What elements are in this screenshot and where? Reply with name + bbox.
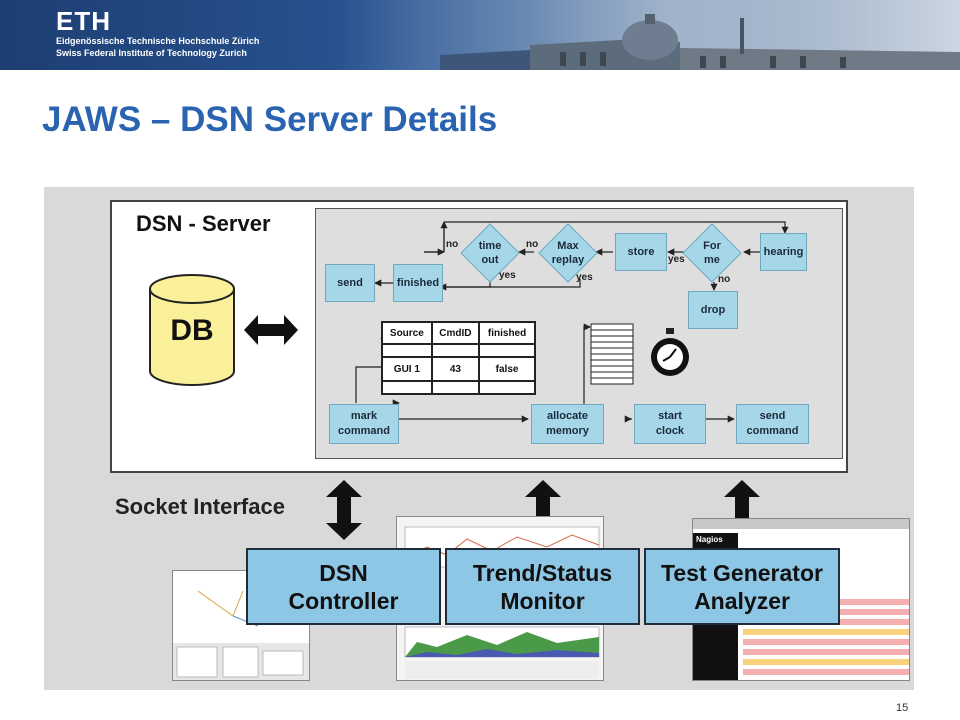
time-out-decision: time out bbox=[460, 223, 520, 283]
database-cylinder-icon bbox=[149, 274, 235, 386]
eth-header-banner: ETH Eidgenössische Technische Hochschule… bbox=[0, 0, 960, 70]
table-row bbox=[381, 380, 536, 395]
eth-logo: ETH bbox=[56, 6, 111, 36]
edge-label-yes: yes bbox=[499, 270, 516, 281]
socket-interface-label: Socket Interface bbox=[115, 494, 285, 519]
table-cell: GUI 1 bbox=[381, 356, 433, 382]
table-cell: false bbox=[478, 356, 536, 382]
command-table: Source CmdID finished GUI 1 43 false bbox=[381, 321, 536, 395]
edge-label-no: no bbox=[526, 239, 539, 250]
table-header: CmdID bbox=[430, 321, 481, 345]
diagram-area: DSN - Server DB bbox=[44, 187, 914, 690]
max-replay-label: Max replay bbox=[551, 240, 585, 266]
institution-name-german: Eidgenössische Technische Hochschule Zür… bbox=[56, 36, 260, 46]
drop-node: drop bbox=[688, 291, 738, 329]
memory-stack-icon bbox=[590, 323, 634, 385]
mark-command-node: mark command bbox=[329, 404, 399, 444]
finished-node: finished bbox=[393, 264, 443, 302]
trend-status-monitor-box: Trend/Status Monitor bbox=[445, 548, 640, 625]
for-me-decision: For me bbox=[682, 223, 742, 283]
start-clock-node: start clock bbox=[634, 404, 706, 444]
dsn-controller-box: DSN Controller bbox=[246, 548, 441, 625]
allocate-memory-node: allocate memory bbox=[531, 404, 604, 444]
table-header: Source bbox=[381, 321, 433, 345]
double-arrow-icon bbox=[244, 315, 298, 345]
time-out-label: time out bbox=[478, 240, 502, 266]
flow-connectors bbox=[355, 221, 914, 423]
table-cell: 43 bbox=[430, 356, 481, 382]
edge-label-no: no bbox=[718, 274, 731, 285]
store-node: store bbox=[615, 233, 667, 271]
stopwatch-icon bbox=[651, 328, 689, 376]
edge-label-no: no bbox=[446, 239, 459, 250]
slide-title: JAWS – DSN Server Details bbox=[42, 100, 498, 139]
table-row bbox=[381, 343, 536, 358]
page-number: 15 bbox=[896, 702, 909, 714]
test-generator-analyzer-box: Test Generator Analyzer bbox=[644, 548, 840, 625]
nagios-logo: Nagios bbox=[696, 535, 723, 544]
socket-arrow-icon bbox=[326, 480, 362, 540]
send-node: send bbox=[325, 264, 375, 302]
institution-name-english: Swiss Federal Institute of Technology Zu… bbox=[56, 48, 247, 58]
max-replay-decision: Max replay bbox=[538, 223, 598, 283]
for-me-label: For me bbox=[703, 240, 721, 266]
banner-building-photo bbox=[440, 0, 960, 70]
table-header: finished bbox=[478, 321, 536, 345]
table-row: GUI 1 43 false bbox=[381, 356, 536, 382]
send-command-node: send command bbox=[736, 404, 809, 444]
hearing-node: hearing bbox=[760, 233, 807, 271]
edge-label-yes: yes bbox=[576, 272, 593, 283]
command-table-header: Source CmdID finished bbox=[381, 321, 536, 345]
edge-label-yes: yes bbox=[668, 254, 685, 265]
server-title: DSN - Server bbox=[136, 211, 271, 236]
db-label: DB bbox=[170, 314, 214, 347]
